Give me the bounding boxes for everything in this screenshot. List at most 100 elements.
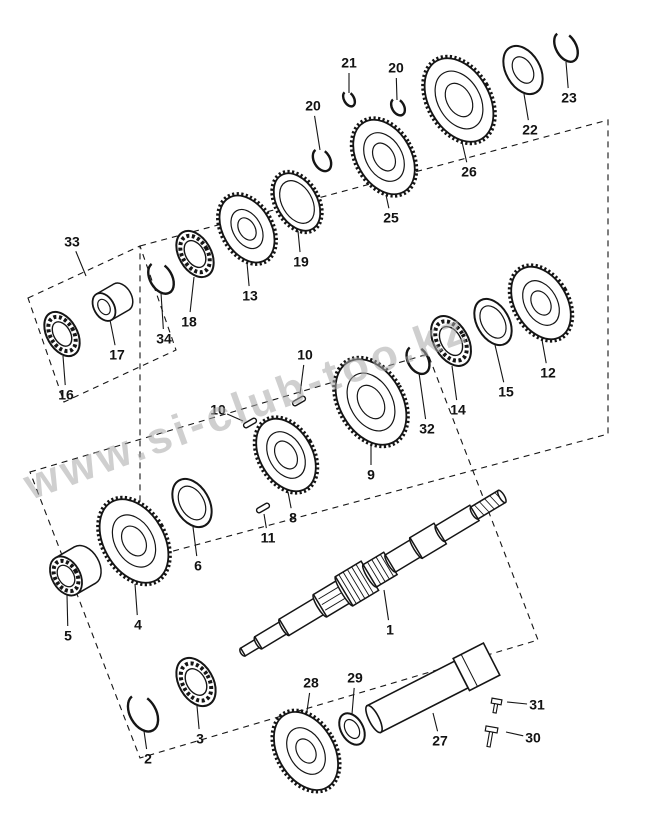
callout-label-18-9: 9 [367,467,375,483]
callout-label-20-10: 10 [210,402,226,418]
callout-label-17-32: 32 [419,421,435,437]
callout-leader-12-17 [109,319,116,346]
callout-leader-1-20 [395,77,398,101]
part-20a [389,97,407,117]
callout-leader-11-33 [75,251,87,277]
callout-leader-21-8 [287,491,292,509]
part-5 [49,544,102,597]
part-34 [147,261,175,295]
callout-leader-26-1 [383,589,390,621]
callout-leader-13-16 [62,355,66,386]
gear-teeth-lines-2 [367,554,395,585]
callout-leader-28-3 [196,705,200,730]
callout-label-30-29: 29 [347,670,363,686]
callout-label-9-18: 18 [181,314,197,330]
callout-label-3-22: 22 [522,122,538,138]
callout-leader-9-18 [189,276,195,313]
callout-label-8-13: 13 [242,288,258,304]
frame-lower-assembly-box [29,353,539,759]
part-10a [291,395,307,407]
callout-leader-25-5 [66,594,69,627]
callout-leader-20-10 [226,413,244,422]
part-6 [171,477,213,529]
callout-label-11-33: 33 [64,234,80,250]
shafts [239,489,507,734]
callout-label-14-12: 12 [540,365,556,381]
part-16 [43,310,81,358]
part-11 [255,502,271,514]
callout-label-27-2: 2 [144,751,152,767]
callout-label-10-34: 34 [156,331,172,347]
callout-leader-5-20 [314,115,321,151]
callout-label-33-30: 30 [525,730,541,746]
part-12 [507,263,575,343]
part-23 [553,31,579,63]
spline-lines [318,586,347,611]
callout-label-26-1: 1 [386,622,394,638]
part-28 [270,708,342,794]
callout-label-6-25: 25 [383,210,399,226]
callout-label-0-21: 21 [341,55,357,71]
idler-shaft [365,641,501,734]
callout-leader-33-30 [505,731,524,737]
callout-leader-32-31 [506,701,528,705]
callout-label-28-3: 3 [196,731,204,747]
main-shaft [239,489,507,657]
callout-leader-15-15 [494,344,505,383]
callout-leader-14-12 [541,339,547,364]
callout-label-32-31: 31 [529,697,545,713]
part-8 [252,415,320,495]
callout-label-21-8: 8 [289,510,297,526]
callout-label-31-27: 27 [432,733,448,749]
part-4 [96,495,172,587]
callout-leader-8-13 [246,262,250,287]
callout-leader-27-2 [143,730,148,750]
part-19 [270,169,324,235]
part-22 [502,44,544,96]
frame-main-assembly-box [139,119,609,561]
callout-label-23-6: 6 [194,558,202,574]
callout-leader-7-19 [297,230,301,253]
callout-leader-4-26 [461,141,468,163]
callout-leader-24-4 [134,583,138,616]
callout-label-29-28: 28 [303,675,319,691]
part-25 [349,116,419,198]
callout-label-16-14: 14 [450,402,466,418]
gear-teeth-lines [338,564,374,604]
callout-leader-6-25 [385,194,390,209]
part-32 [405,344,431,376]
callout-label-24-4: 4 [134,617,142,633]
callout-label-13-16: 16 [58,387,74,403]
callout-label-19-10: 10 [297,347,313,363]
callout-leader-30-29 [351,687,355,715]
part-20b [311,147,333,173]
part-21 [341,90,357,108]
part-13 [216,192,278,266]
part-30 [484,725,499,748]
callout-leader-19-10 [299,364,305,395]
callout-leader-16-14 [451,365,458,401]
callout-label-7-19: 19 [293,254,309,270]
exploded-parts [43,31,579,794]
callout-leader-29-28 [306,692,311,712]
callout-leader-10-34 [160,292,164,330]
part-26 [421,54,497,146]
part-10b [242,417,258,429]
part-15 [473,297,513,347]
callout-leader-31-27 [432,712,439,732]
callout-leader-23-6 [192,526,198,557]
callout-label-12-17: 17 [109,347,125,363]
dashed-frames [27,119,609,759]
callout-label-15-15: 15 [498,384,514,400]
part-3 [175,656,217,708]
callout-leader-17-32 [418,372,427,420]
callout-label-2-23: 23 [561,90,577,106]
callout-label-25-5: 5 [64,628,72,644]
callout-leader-3-22 [523,93,529,121]
callout-label-1-20: 20 [388,60,404,76]
part-2 [126,693,160,733]
callout-label-4-26: 26 [461,164,477,180]
